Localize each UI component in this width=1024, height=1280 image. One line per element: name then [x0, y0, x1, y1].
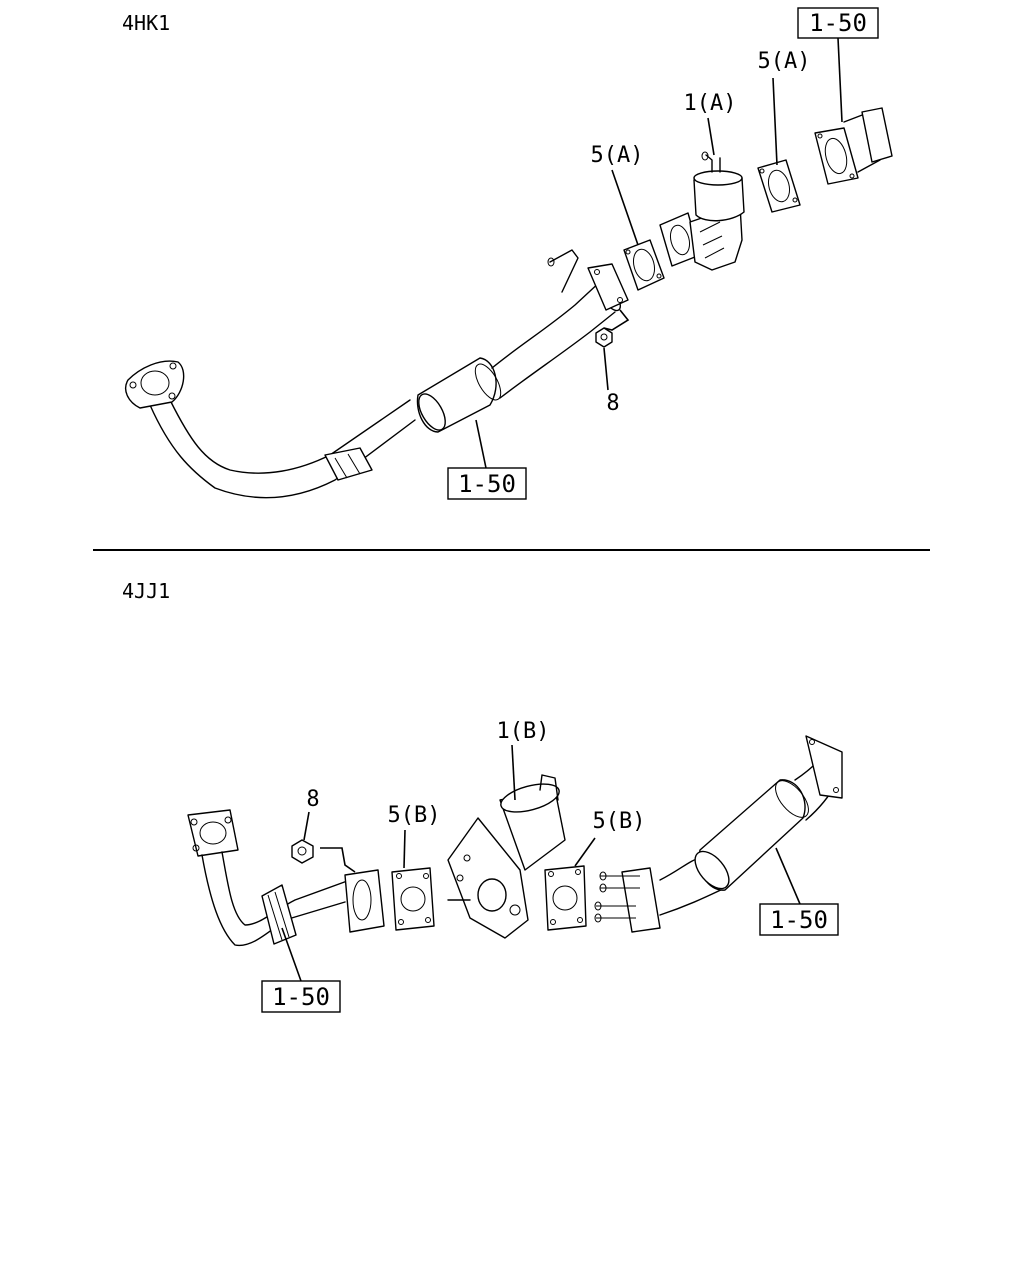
top-nut-part — [595, 327, 613, 348]
bottom-rear-pipe-part — [594, 735, 843, 933]
bottom-gasket-right-part — [544, 865, 587, 931]
bottom-ref-right-box — [759, 903, 839, 936]
bottom-valve-label: 1(B) — [497, 719, 550, 744]
bottom-ref-left-label: 1-50 — [272, 983, 330, 1011]
engine-code-4hk1: 4HK1 — [122, 11, 170, 35]
top-gasket-left-part — [623, 239, 665, 291]
top-gasket-right-label: 5(A) — [758, 49, 811, 74]
bottom-front-pipe-part — [187, 809, 385, 947]
bottom-ref-right-label: 1-50 — [770, 906, 828, 934]
top-ref-upper-label: 1-50 — [809, 9, 867, 37]
bottom-gasket-right-label: 5(B) — [593, 809, 646, 834]
top-ref-lower-label: 1-50 — [458, 470, 516, 498]
bottom-nut-part — [291, 839, 356, 873]
bottom-gasket-left-label: 5(B) — [388, 803, 441, 828]
top-egr-valve-part — [659, 151, 745, 271]
top-valve-label: 1(A) — [684, 91, 737, 116]
top-gasket-right-part — [757, 159, 801, 213]
engine-code-4jj1: 4JJ1 — [122, 579, 170, 603]
top-exhaust-pipe — [124, 249, 629, 499]
top-gasket-left-label: 5(A) — [591, 143, 644, 168]
bottom-nut-label: 8 — [306, 787, 319, 812]
bottom-egr-valve-part — [447, 774, 566, 939]
top-ref-lower-box — [447, 467, 527, 500]
bottom-gasket-left-part — [391, 867, 435, 931]
bottom-ref-left-box — [261, 980, 341, 1013]
top-nut-label: 8 — [606, 391, 619, 416]
top-connector-pipe-part — [814, 107, 893, 185]
